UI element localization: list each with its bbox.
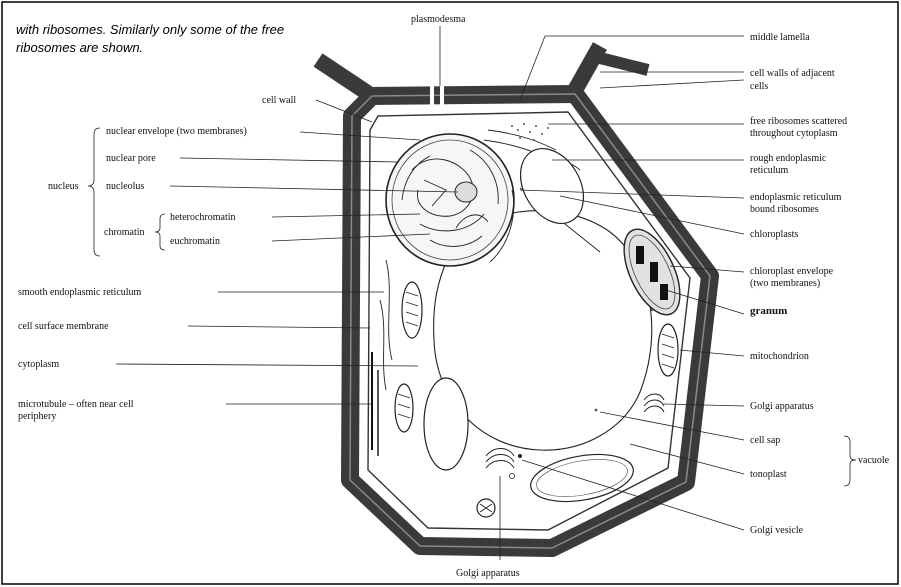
label-tonoplast: tonoplast — [750, 469, 787, 480]
label-rough-er-1: rough endoplasmic — [750, 153, 827, 164]
label-cell-wall: cell wall — [262, 95, 296, 106]
label-nucleolus: nucleolus — [106, 181, 144, 192]
label-plasmodesma: plasmodesma — [411, 14, 466, 25]
caption-line-1: with ribosomes. Similarly only some of t… — [16, 22, 284, 37]
mitochondrion — [658, 324, 678, 376]
label-rough-er-2: reticulum — [750, 165, 789, 176]
label-euchromatin: euchromatin — [170, 236, 220, 247]
mitochondrion-left-2 — [395, 384, 413, 432]
label-mitochondrion: mitochondrion — [750, 351, 809, 362]
mitochondrion-left-1 — [402, 282, 422, 338]
label-microtubule-1: microtubule – often near cell — [18, 399, 134, 410]
label-free-ribosomes-1: free ribosomes scattered — [750, 116, 847, 127]
label-vacuole: vacuole — [858, 455, 890, 466]
label-granum: granum — [750, 305, 787, 317]
label-microtubule-2: periphery — [18, 411, 56, 422]
label-er-bound-1: endoplasmic reticulum — [750, 192, 842, 203]
chloroplast-lower-left — [424, 378, 468, 470]
label-cell-sap: cell sap — [750, 435, 780, 446]
label-cytoplasm: cytoplasm — [18, 359, 59, 370]
label-smooth-er: smooth endoplasmic reticulum — [18, 287, 142, 298]
label-cell-walls-adjacent-2: cells — [750, 81, 768, 92]
label-golgi-apparatus-right: Golgi apparatus — [750, 401, 814, 412]
label-chloroplast-envelope-2: (two membranes) — [750, 278, 820, 289]
label-golgi-vesicle: Golgi vesicle — [750, 525, 804, 536]
nucleolus — [455, 182, 477, 202]
label-cell-surface-membrane: cell surface membrane — [18, 321, 109, 332]
label-nuclear-pore: nuclear pore — [106, 153, 156, 164]
caption-line-2: ribosomes are shown. — [16, 40, 143, 55]
label-heterochromatin: heterochromatin — [170, 212, 236, 223]
label-chromatin: chromatin — [104, 227, 145, 238]
plasmodesma — [430, 84, 434, 108]
label-chloroplast-envelope-1: chloroplast envelope — [750, 266, 834, 277]
label-nuclear-envelope: nuclear envelope (two membranes) — [106, 126, 247, 137]
nucleus — [386, 134, 514, 266]
label-golgi-apparatus-bottom: Golgi apparatus — [456, 568, 520, 579]
label-middle-lamella: middle lamella — [750, 32, 810, 43]
label-chloroplasts: chloroplasts — [750, 229, 798, 240]
label-nucleus: nucleus — [48, 181, 79, 192]
label-cell-walls-adjacent-1: cell walls of adjacent — [750, 68, 835, 79]
label-free-ribosomes-2: throughout cytoplasm — [750, 128, 838, 139]
label-er-bound-2: bound ribosomes — [750, 204, 819, 215]
